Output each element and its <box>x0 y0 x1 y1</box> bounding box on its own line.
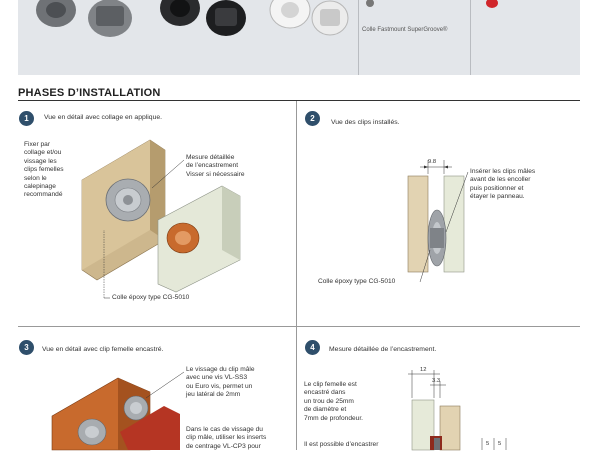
step-4-dim-top: 12 <box>420 367 427 373</box>
step-1-notes: Fixer par collage et/ou vissage les clip… <box>24 141 64 199</box>
step-4-dim-side-a: 5 <box>486 441 490 447</box>
step-2-glue-callout: Colle époxy type CG-5010 <box>318 278 396 285</box>
step-3-clip-left <box>77 418 107 446</box>
step-4-title: Mesure détaillée de l’encastrement. <box>329 346 437 353</box>
step-2-dimension: 9.8 <box>428 159 437 165</box>
step-3-title: Vue en détail avec clip femelle encastré… <box>42 346 164 353</box>
step-3-clip-right <box>123 395 149 421</box>
glue-caption: Colle Fastmount SuperGroove® <box>362 27 448 33</box>
step-1-measure-callout: Mesure détaillée de l’encastrement Visse… <box>186 154 245 178</box>
section-rule <box>18 100 580 101</box>
step-3-notes-a: Le vissage du clip mâle avec une vis VL-… <box>186 366 255 399</box>
section-title: PHASES D’INSTALLATION <box>18 87 161 99</box>
step-3-notes-b: Dans le cas de vissage du clip mâle, uti… <box>186 426 267 450</box>
red-clip-icon <box>486 0 498 8</box>
glue-tube-icon <box>366 0 374 7</box>
step-1-title: Vue en détail avec collage en applique. <box>44 114 163 121</box>
clip-grey-2 <box>88 0 132 37</box>
product-band: Colle Fastmount SuperGroove® <box>18 0 580 75</box>
step-4-notes-b: Il est possible d’encastrer <box>304 441 379 448</box>
step-4-recessed-clip <box>430 436 442 450</box>
grid-divider-horizontal <box>18 326 580 327</box>
step-4-dim-mid: 3.3 <box>432 378 441 384</box>
clip-grey-1 <box>36 0 76 27</box>
step-2-notes: Insérer les clips mâles avant de les enc… <box>470 168 536 201</box>
step-4-badge: 4 <box>305 340 320 355</box>
step-1-glue-callout: Colle époxy type CG-5010 <box>112 294 190 301</box>
clip-white-1 <box>269 0 311 29</box>
product-clips-illustration <box>36 0 498 75</box>
step-2-title: Vue des clips installés. <box>331 119 400 126</box>
step-4-dim-side-b: 5 <box>498 441 502 447</box>
step-1-badge: 1 <box>19 111 34 126</box>
step-2-badge: 2 <box>305 111 320 126</box>
grid-divider-vertical <box>296 101 297 450</box>
clip-black-1 <box>160 0 200 26</box>
step-3-badge: 3 <box>19 340 34 355</box>
clip-black-2 <box>206 0 246 36</box>
clip-white-2 <box>311 0 349 36</box>
step-2-installed-clip <box>427 209 447 267</box>
step-4-notes-a: Le clip femelle est encastré dans un tro… <box>304 381 364 422</box>
